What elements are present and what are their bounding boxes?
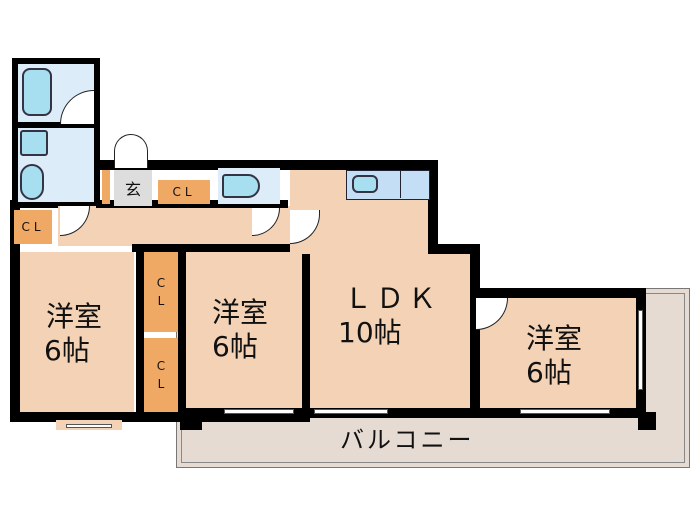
room1-name: 洋室: [46, 300, 103, 333]
wall-ldk-step: [428, 244, 478, 254]
corridor: [58, 206, 290, 246]
western-room-1: [20, 252, 134, 412]
closet-hall: CL: [14, 210, 52, 244]
sink-icon: [20, 164, 44, 200]
wall-ldk-east: [428, 160, 438, 254]
wall-south-left: [10, 412, 310, 422]
shoe-closet: [102, 170, 110, 204]
ldk-size: 10帖: [338, 316, 402, 349]
window-ldk-south: [314, 409, 388, 414]
bathtub-icon: [22, 68, 52, 116]
wall-west: [10, 200, 20, 422]
kitchen-sink-icon: [352, 175, 378, 193]
wall-cl-left: [136, 248, 144, 416]
closet-corridor: CL: [158, 180, 210, 204]
room2-name: 洋室: [212, 296, 269, 329]
wall-cl-right: [178, 248, 186, 416]
washing-machine-icon: [20, 130, 48, 156]
balcony-label: バルコニー: [340, 426, 475, 454]
wall-r3-west: [470, 244, 480, 416]
ldk-name: ＬＤＫ: [344, 282, 441, 315]
entrance: 玄: [114, 170, 152, 206]
room3-size: 6帖: [526, 356, 572, 389]
cl-c: C: [156, 359, 166, 373]
window-bay: [66, 424, 112, 428]
western-room-3: [480, 298, 636, 408]
cl-l: L: [157, 294, 165, 308]
cl-c: C: [156, 276, 166, 290]
cl-l: L: [157, 377, 165, 391]
wall-r2-east: [302, 246, 310, 412]
window-r3-south: [520, 409, 610, 414]
wall-corridor-top: [96, 200, 288, 208]
room2-size: 6帖: [212, 330, 258, 363]
wall-r3-top: [470, 288, 646, 298]
window-r3-east: [638, 310, 643, 390]
wall-r2-top: [132, 244, 310, 252]
wall-south-right: [176, 408, 646, 418]
counter-divider: [400, 170, 401, 198]
room1-size: 6帖: [44, 334, 90, 367]
ldk-lower: [310, 254, 470, 408]
pillar-left: [180, 412, 202, 430]
toilet-icon: [222, 174, 260, 198]
window-room2-south: [224, 409, 294, 414]
entrance-door[interactable]: [114, 134, 148, 168]
pillar-right: [638, 412, 656, 430]
room3-name: 洋室: [526, 322, 583, 355]
wall-mid: [100, 160, 438, 170]
western-room-2: [186, 252, 302, 408]
